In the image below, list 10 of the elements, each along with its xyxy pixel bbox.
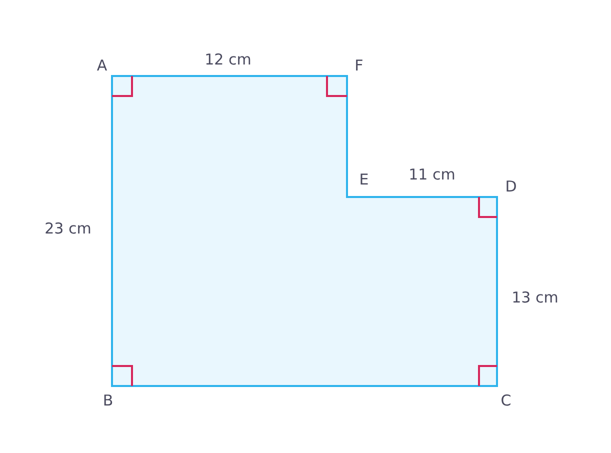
- dimension-label: 13 cm: [512, 290, 558, 306]
- dimension-label: 23 cm: [44, 222, 92, 236]
- vertex-label: A: [96, 58, 108, 74]
- vertex-label: F: [354, 58, 364, 74]
- dimension-label: 11 cm: [408, 168, 456, 182]
- vertex-label: B: [102, 394, 114, 408]
- vertex-label: C: [500, 394, 512, 408]
- vertex-label: D: [505, 180, 517, 194]
- vertex-label: E: [359, 172, 369, 188]
- dimension-label: 12 cm: [204, 52, 252, 68]
